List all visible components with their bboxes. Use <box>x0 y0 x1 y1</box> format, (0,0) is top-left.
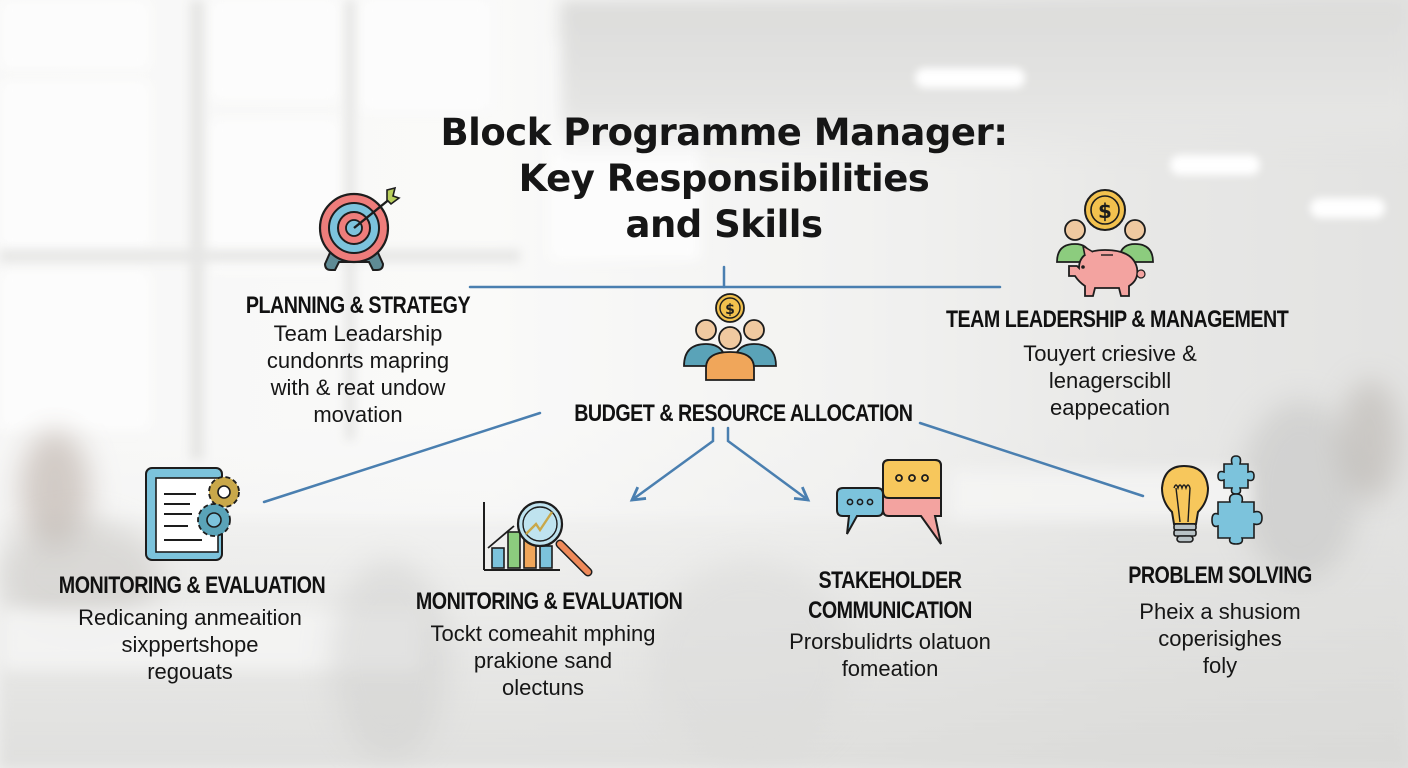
node-description: Prorsbulidrts olatuon fomeation <box>789 629 991 681</box>
chart-magnifier-icon <box>483 500 593 577</box>
node-heading: PLANNING & STRATEGY <box>245 292 471 319</box>
team-coin-icon: $ <box>683 293 777 381</box>
node-monitoring-evaluation-center: MONITORING & EVALUATION Tockt comeahit m… <box>388 500 698 701</box>
node-heading: PROBLEM SOLVING <box>1128 562 1312 589</box>
piggy-bank-team-icon: $ <box>1056 189 1154 297</box>
node-description: Pheix a shusiom coperisighes foly <box>1139 599 1301 678</box>
node-description: Team Leadarship cundonrts mapring with &… <box>266 321 450 427</box>
node-monitoring-evaluation-left: MONITORING & EVALUATION Redicaning anmea… <box>30 464 350 685</box>
node-heading: BUDGET & RESOURCE ALLOCATION <box>574 400 913 427</box>
node-heading: MONITORING & EVALUATION <box>58 572 326 599</box>
svg-text:$: $ <box>1098 199 1112 223</box>
target-icon <box>318 186 401 271</box>
node-heading: TEAM LEADERSHIP & MANAGEMENT <box>946 306 1289 333</box>
node-problem-solving: PROBLEM SOLVING Pheix a shusiom coperisi… <box>1100 454 1340 679</box>
title-line-1: Block Programme Manager: <box>440 111 1008 154</box>
node-description: Tockt comeahit mphing prakione sand olec… <box>430 621 656 700</box>
chat-bubbles-icon <box>836 459 942 545</box>
node-planning-strategy: PLANNING & STRATEGY Team Leadarship cund… <box>208 186 508 428</box>
node-stakeholder-communication: STAKEHOLDER COMMUNICATION Prorsbulidrts … <box>760 458 1020 682</box>
node-heading: MONITORING & EVALUATION <box>415 588 683 615</box>
title-line-3: and Skills <box>625 203 823 246</box>
node-team-leadership: $ TEAM LEADERSHIP & MANAGEMENT Touyert c… <box>910 188 1310 421</box>
node-heading: STAKEHOLDER COMMUNICATION <box>808 567 972 624</box>
title-line-2: Key Responsibilities <box>518 157 930 200</box>
node-description: Redicaning anmeaition sixppertshope rego… <box>78 605 302 684</box>
page-title: Block Programme Manager: Key Responsibil… <box>404 110 1044 248</box>
svg-text:$: $ <box>725 302 735 318</box>
node-budget-resource: $ BUDGET & RESOURCE ALLOCATION <box>540 292 920 428</box>
clipboard-gears-icon <box>145 467 240 561</box>
lightbulb-puzzle-icon <box>1160 455 1263 545</box>
node-description: Touyert criesive & lenagerscibll eappeca… <box>1023 341 1197 420</box>
